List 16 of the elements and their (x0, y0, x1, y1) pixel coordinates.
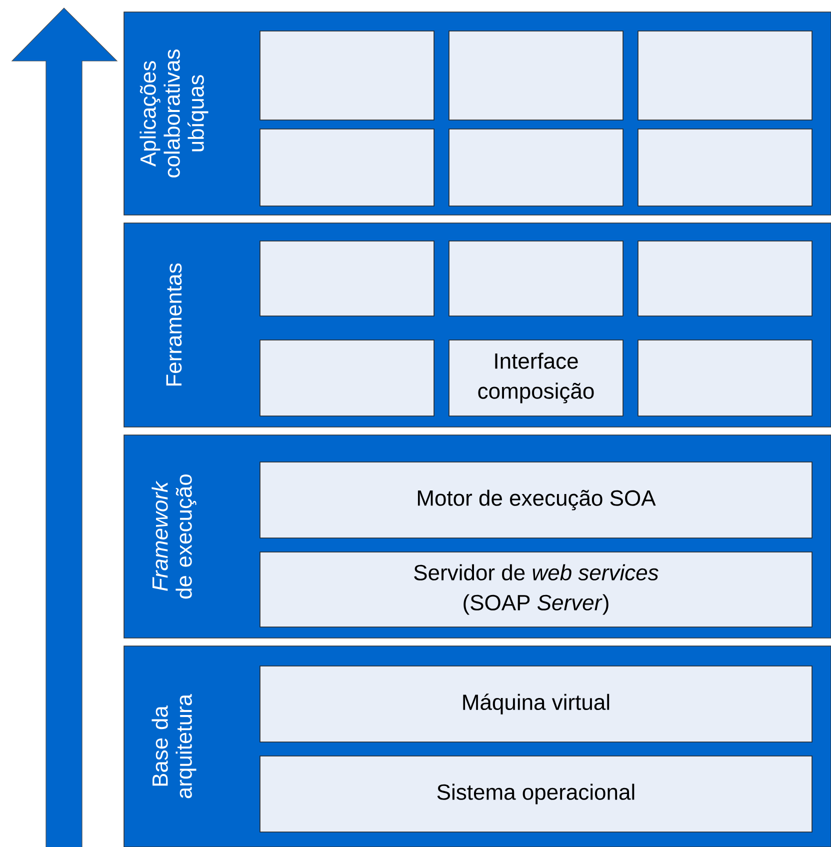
component-box: Máquina virtual (260, 666, 812, 742)
empty-box (638, 240, 812, 316)
empty-box (638, 128, 812, 206)
component-box: Motor de execução SOA (260, 462, 812, 538)
empty-box (260, 340, 434, 416)
empty-box (260, 30, 434, 120)
empty-box (638, 30, 812, 120)
empty-box (260, 128, 434, 206)
empty-box (638, 340, 812, 416)
component-box: Servidor de web services (SOAP Server) (260, 552, 812, 628)
component-box: Sistema operacional (260, 756, 812, 832)
empty-box (448, 30, 624, 120)
component-box: Interface composição (448, 340, 624, 416)
empty-box (260, 240, 434, 316)
empty-box (448, 128, 624, 206)
empty-box (448, 240, 624, 316)
